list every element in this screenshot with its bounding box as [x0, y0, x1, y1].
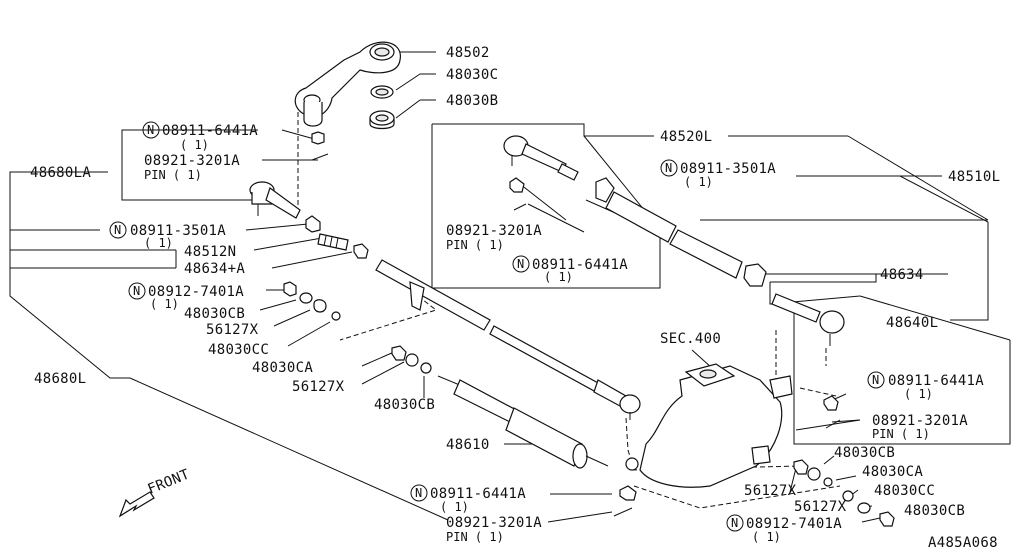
label-pin-box-sub: PIN ( 1): [446, 238, 504, 252]
label-48030C: 48030C: [446, 67, 498, 83]
steering-damper: [437, 375, 639, 471]
label-56127X-r1: 56127X: [744, 483, 797, 499]
pitman-arm: [294, 41, 401, 127]
label-pin-top-sub: PIN ( 1): [144, 168, 202, 182]
label-48030B: 48030B: [446, 93, 498, 109]
label-front: FRONT: [146, 466, 193, 497]
sleeve-48512N: [317, 233, 349, 251]
label-48520L: 48520L: [660, 129, 712, 145]
label-48030CB-r2: 48030CB: [904, 503, 965, 519]
label-48634A: 48634+A: [184, 261, 245, 277]
label-pin-top: 08921-3201A: [144, 153, 240, 169]
tie-rod-end-48520L: [503, 135, 579, 211]
label-nut-left-3501: 08911-3501A: [130, 223, 226, 239]
n-mark: N: [517, 257, 524, 271]
label-48030CB-mid: 48030CB: [374, 397, 435, 413]
front-arrow-icon: [118, 491, 155, 518]
nut-48634: [743, 263, 767, 287]
washers-right: [793, 459, 895, 527]
label-nut-right-3501-qty: ( 1): [684, 175, 713, 189]
label-nut-right-3501: 08911-3501A: [680, 161, 776, 177]
n-mark: N: [114, 223, 121, 237]
steering-knuckle: [639, 363, 793, 488]
adjusting-sleeve: [595, 177, 743, 279]
label-56127X-left: 56127X: [206, 322, 259, 338]
nut-48634A: [353, 243, 369, 259]
label-48510L: 48510L: [948, 169, 1000, 185]
label-48030CA-r: 48030CA: [862, 464, 923, 480]
label-48030CC-left: 48030CC: [208, 342, 269, 358]
label-56127X-mid: 56127X: [292, 379, 345, 395]
washers-left: [283, 281, 341, 321]
label-diagram-code: A485A068: [928, 535, 998, 551]
washer-48030C: [370, 85, 394, 99]
center-rod: [375, 259, 491, 331]
label-56127X-r2: 56127X: [794, 499, 847, 515]
label-nut-box-qty: ( 1): [544, 270, 573, 284]
label-nut-left-3501-qty: ( 1): [144, 236, 173, 250]
label-pin-bottom-sub: PIN ( 1): [446, 530, 504, 544]
label-bolt-right-qty: ( 1): [752, 530, 781, 544]
label-nut-top-qty: ( 1): [180, 138, 209, 152]
label-nut-bottom: 08911-6441A: [430, 486, 526, 502]
n-mark: N: [415, 486, 422, 500]
cotter-pin-top: [311, 153, 329, 161]
n-marks: N N N N N N N N: [109, 121, 885, 532]
tie-rod-end-48640L: [771, 293, 845, 346]
ball-joint-left: [249, 181, 301, 219]
tie-rod-long: [489, 325, 641, 420]
label-sec400: SEC.400: [660, 331, 721, 347]
nut-bottom: [619, 485, 637, 501]
cotter-pin-bottom: [613, 507, 633, 517]
nut-48030B: [369, 110, 395, 130]
label-nut-right: 08911-6441A: [888, 373, 984, 389]
label-48030CB-left: 48030CB: [184, 306, 245, 322]
label-nut-bottom-qty: ( 1): [440, 500, 469, 514]
label-bolt-left-qty: ( 1): [150, 297, 179, 311]
n-mark: N: [147, 123, 154, 137]
n-mark: N: [665, 161, 672, 175]
small-nut-top: [311, 131, 325, 145]
label-bolt-left: 08912-7401A: [148, 284, 244, 300]
label-48640L: 48640L: [886, 315, 938, 331]
label-48030CC-r: 48030CC: [874, 483, 935, 499]
label-48610: 48610: [446, 437, 490, 453]
n-mark: N: [872, 373, 879, 387]
nut-left-3501: [305, 215, 321, 233]
leader-lines: [9, 51, 1011, 523]
washers-middle: [391, 345, 432, 374]
label-pin-right: 08921-3201A: [872, 413, 968, 429]
cotter-pin-right: [825, 419, 841, 429]
label-pin-right-sub: PIN ( 1): [872, 427, 930, 441]
label-48030CA-mid: 48030CA: [252, 360, 313, 376]
n-mark: N: [731, 516, 738, 530]
part-labels: 48502 48030C 48030B 08911-6441A ( 1) 089…: [30, 45, 1000, 551]
label-nut-box: 08911-6441A: [532, 257, 628, 273]
label-pin-bottom: 08921-3201A: [446, 515, 542, 531]
label-48512N: 48512N: [184, 244, 236, 260]
label-nut-right-qty: ( 1): [904, 387, 933, 401]
label-48502: 48502: [446, 45, 490, 61]
label-48680LA: 48680LA: [30, 165, 91, 181]
label-pin-box: 08921-3201A: [446, 223, 542, 239]
label-bolt-right: 08912-7401A: [746, 516, 842, 532]
label-nut-top: 08911-6441A: [162, 123, 258, 139]
n-mark: N: [133, 284, 140, 298]
label-48030CB-r1: 48030CB: [834, 445, 895, 461]
label-48634: 48634: [880, 267, 924, 283]
label-48680L: 48680L: [34, 371, 86, 387]
nut-right: [823, 395, 839, 411]
